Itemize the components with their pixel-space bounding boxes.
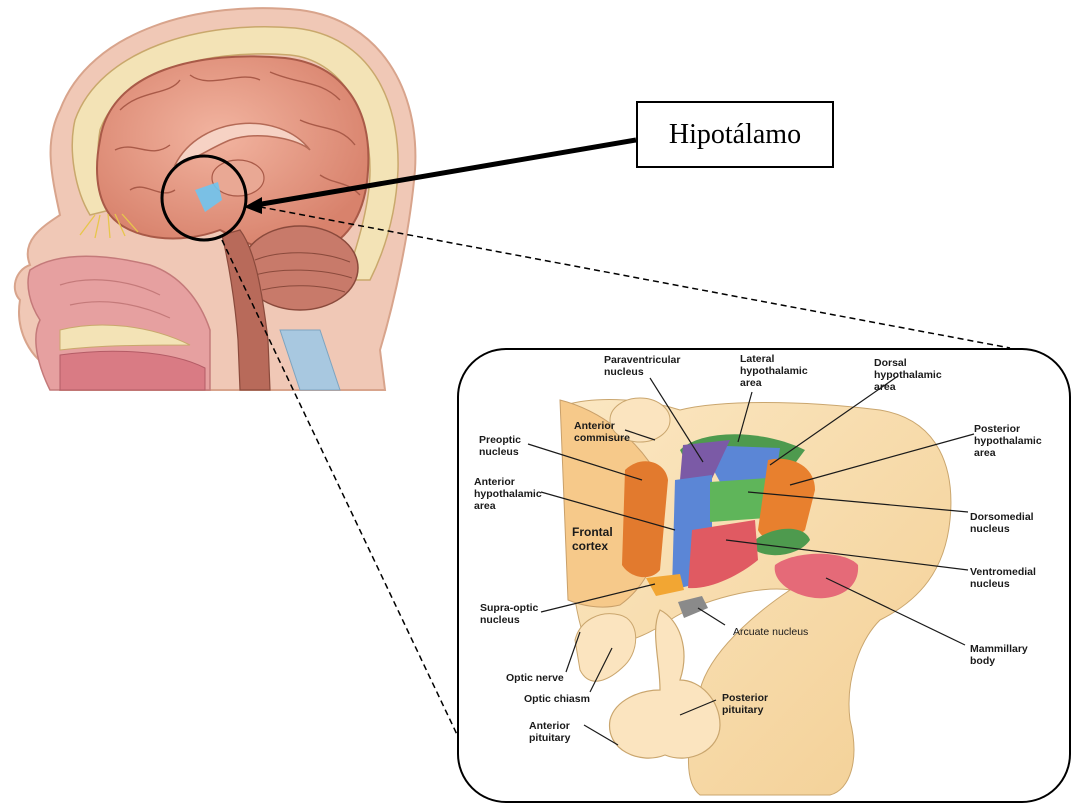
hypothalamus-callout: Hipotálamo bbox=[636, 101, 834, 168]
label-optic-nerve: Optic nerve bbox=[506, 672, 564, 684]
label-anterior-pituitary: Anterior pituitary bbox=[529, 720, 573, 744]
dorsomedial-nucleus-shape bbox=[710, 478, 768, 522]
label-optic-chiasm: Optic chiasm bbox=[524, 693, 590, 705]
head-illustration bbox=[15, 8, 416, 390]
callout-title: Hipotálamo bbox=[669, 119, 801, 151]
cerebrum bbox=[97, 56, 368, 253]
zoom-panel: Paraventricular nucleus Lateral hypothal… bbox=[458, 349, 1070, 802]
label-preoptic: Preoptic nucleus bbox=[479, 434, 524, 458]
label-arcuate: Arcuate nucleus bbox=[733, 626, 808, 638]
